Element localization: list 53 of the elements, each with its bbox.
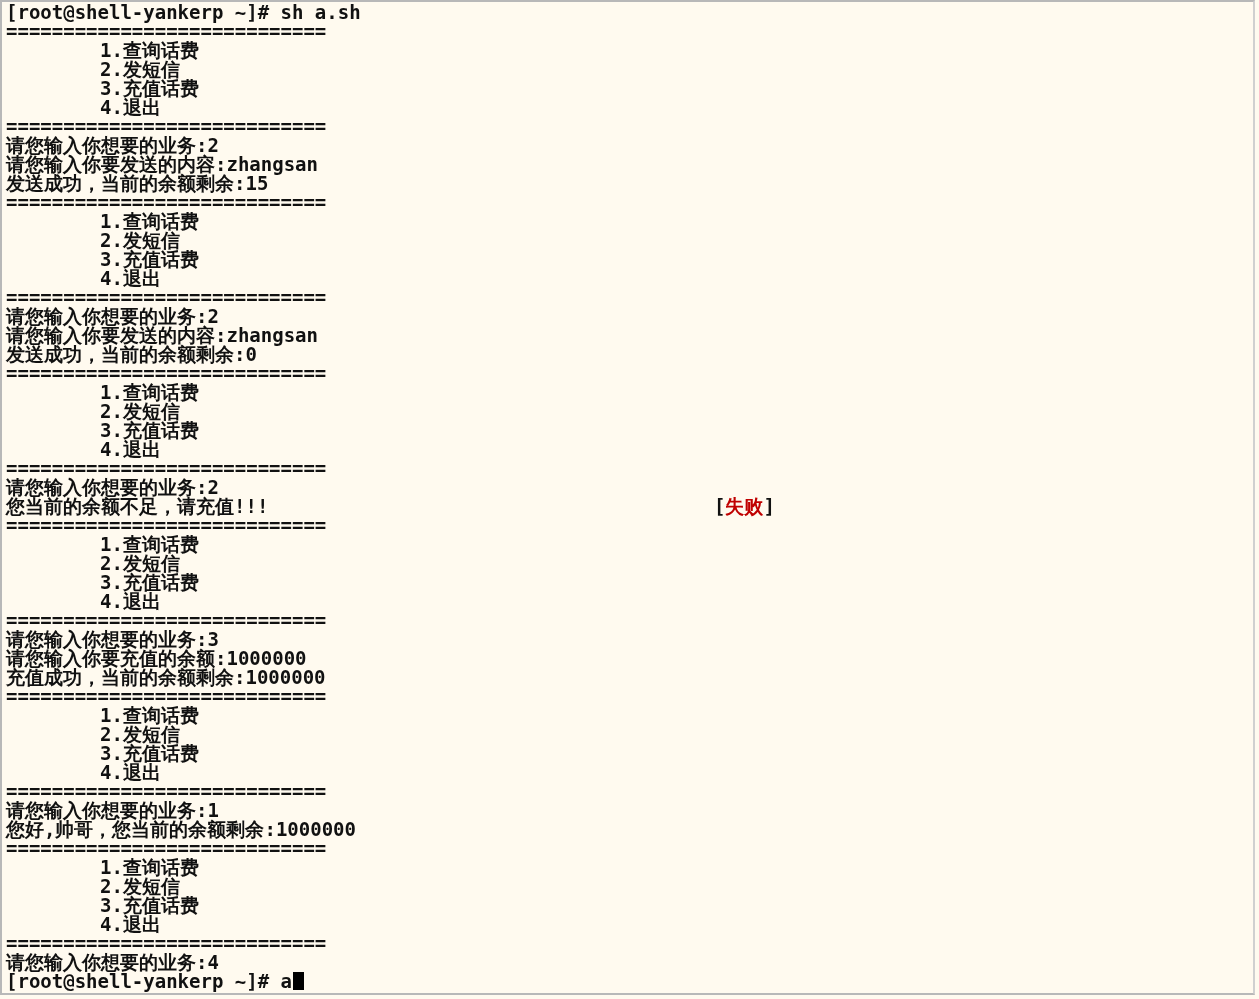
terminal-line: 请您输入你想要的业务:2 (6, 136, 219, 155)
menu-item: 1.查询话费 (100, 535, 199, 554)
separator-text: ============================ (6, 516, 327, 535)
status-tag: [失败] (714, 497, 775, 516)
menu-item: 4.退出 (100, 98, 161, 117)
menu-item: 3.充值话费 (100, 79, 199, 98)
terminal-line: 请您输入你要发送的内容:zhangsan (6, 155, 318, 174)
separator-text: ============================ (6, 117, 327, 136)
menu-item: 4.退出 (100, 592, 161, 611)
menu-item: 4.退出 (100, 915, 161, 934)
separator-text: ============================ (6, 611, 327, 630)
menu-item: 2.发短信 (100, 60, 180, 79)
menu-item: 3.充值话费 (100, 421, 199, 440)
separator-text: ============================ (6, 288, 327, 307)
separator-text: ============================ (6, 687, 327, 706)
menu-item: 2.发短信 (100, 554, 180, 573)
menu-item: 1.查询话费 (100, 383, 199, 402)
terminal-line: [root@shell-yankerp ~]# sh a.sh (6, 3, 361, 22)
terminal-line: 请您输入你想要的业务:4 (6, 953, 219, 972)
menu-item: 4.退出 (100, 763, 161, 782)
separator-text: ============================ (6, 839, 327, 858)
terminal-line: 请您输入你要充值的余额:1000000 (6, 649, 307, 668)
terminal-line: 请您输入你想要的业务:2 (6, 478, 219, 497)
separator-text: ============================ (6, 193, 327, 212)
separator-text: ============================ (6, 459, 327, 478)
terminal-line: 发送成功，当前的余额剩余:15 (6, 174, 269, 193)
separator-text: ============================ (6, 782, 327, 801)
separator-text: ============================ (6, 22, 327, 41)
menu-item: 3.充值话费 (100, 896, 199, 915)
menu-item: 2.发短信 (100, 402, 180, 421)
menu-item: 2.发短信 (100, 231, 180, 250)
menu-item: 3.充值话费 (100, 573, 199, 592)
menu-item: 1.查询话费 (100, 212, 199, 231)
terminal-line: 请您输入你想要的业务:2 (6, 307, 219, 326)
terminal-line: 发送成功，当前的余额剩余:0 (6, 345, 257, 364)
menu-item: 1.查询话费 (100, 706, 199, 725)
menu-item: 3.充值话费 (100, 744, 199, 763)
menu-item: 2.发短信 (100, 725, 180, 744)
menu-item: 1.查询话费 (100, 858, 199, 877)
separator-text: ============================ (6, 364, 327, 383)
menu-item: 1.查询话费 (100, 41, 199, 60)
prompt-line: [root@shell-yankerp ~]# a (6, 972, 292, 991)
terminal-line: 请您输入你想要的业务:1 (6, 801, 219, 820)
menu-item: 3.充值话费 (100, 250, 199, 269)
menu-item: 4.退出 (100, 269, 161, 288)
terminal-line: 请您输入你要发送的内容:zhangsan (6, 326, 318, 345)
menu-item: 4.退出 (100, 440, 161, 459)
menu-item: 2.发短信 (100, 877, 180, 896)
terminal-line: 充值成功，当前的余额剩余:1000000 (6, 668, 326, 687)
separator-text: ============================ (6, 934, 327, 953)
terminal-line: 您好,帅哥，您当前的余额剩余:1000000 (6, 820, 356, 839)
terminal-line: 您当前的余额不足，请充值!!! (6, 497, 269, 516)
terminal-line: 请您输入你想要的业务:3 (6, 630, 219, 649)
